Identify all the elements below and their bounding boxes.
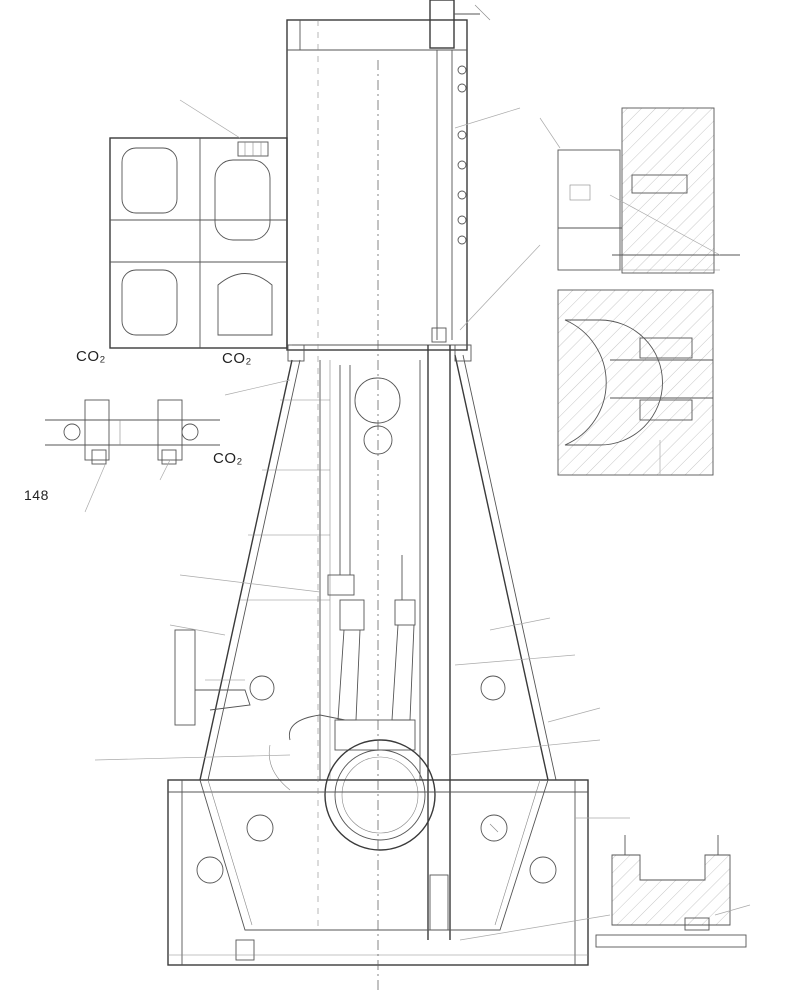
cylinder-liner [286,19,468,351]
cylinder-bolt-holes [457,65,467,245]
detail-bearing-right [557,289,714,476]
inspection-doors [249,675,506,701]
a-frame-column [199,327,557,781]
detail-148-section [45,399,220,465]
leader-lines [84,99,751,941]
detail-foot-right [595,835,747,948]
centre-lines [317,20,379,990]
piston-rod [427,345,451,940]
connecting-rod [334,599,416,751]
co2-label-middle: CO₂ [222,350,252,367]
lubricator-fitting [174,629,251,726]
piston-rod-top [429,0,491,49]
scavenge-air-box [109,137,288,349]
co2-label-left: CO₂ [76,348,106,365]
co2-label-right: CO₂ [213,450,243,467]
part-number-label: 148 [24,487,49,503]
crankshaft-bearing [268,714,436,851]
crosshead-guide [327,365,416,626]
detail-top-right [557,107,740,274]
